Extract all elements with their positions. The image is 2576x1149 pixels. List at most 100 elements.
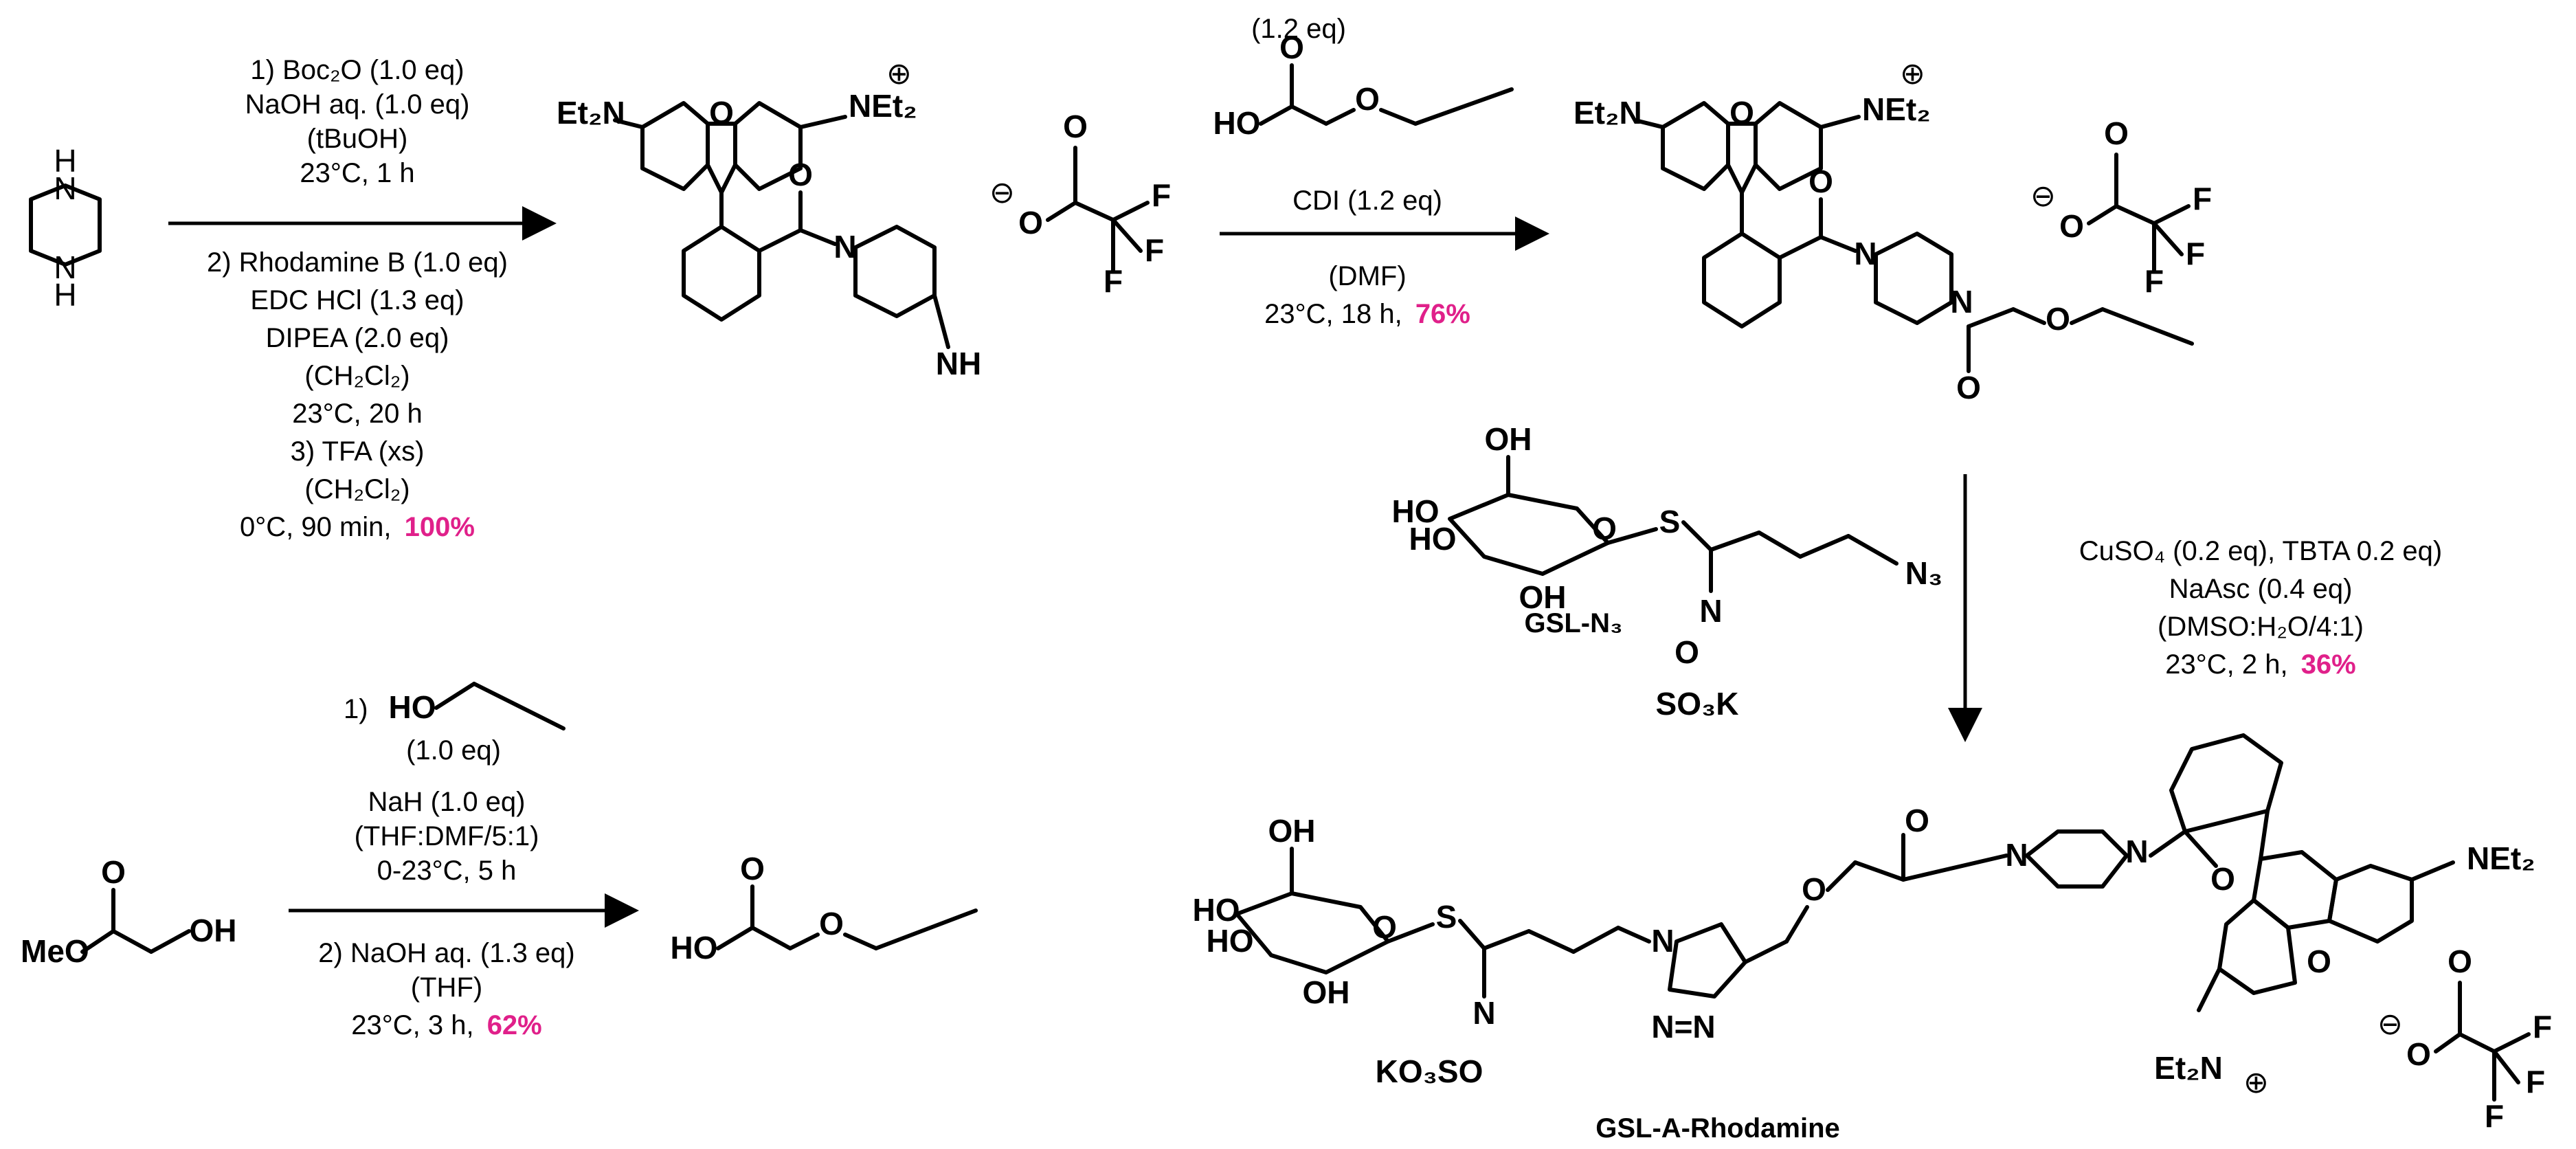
prod-oxime-n: N [1472, 995, 1495, 1031]
tfa2-o-minus: O [2059, 208, 2084, 244]
step4-yield: 62% [487, 1010, 542, 1040]
nh-bottom-n: N [54, 249, 76, 285]
step2-ether-o: O [1355, 81, 1380, 117]
step4-time: 23°C, 3 h, [351, 1010, 473, 1040]
step4-line-1: NaH (1.0 eq) [368, 787, 526, 817]
mg-oh: OH [190, 913, 237, 948]
step3-conditions: CuSO₄ (0.2 eq), TBTA 0.2 eq) NaAsc (0.4 … [2079, 536, 2442, 680]
gsl-so3k: SO₃K [1656, 686, 1739, 722]
prod-xanthene-o: O [2307, 944, 2331, 979]
prod-oh-3: OH [1303, 974, 1350, 1010]
prod-ho-2: HO [1207, 923, 1254, 959]
step4-prefix: 1) [344, 694, 368, 724]
step2-time-line: 23°C, 18 h, 76% [1264, 299, 1470, 329]
step3-line-3: (DMSO:H₂O/4:1) [2158, 612, 2364, 642]
gsl-oxime-o: O [1675, 634, 1699, 670]
prod-triazole-nn: N=N [1651, 1009, 1715, 1045]
alk-n1: N [1854, 236, 1877, 271]
alk-ether-o: O [2046, 301, 2070, 337]
tfa1-minus: ⊖ [989, 176, 1015, 210]
step3-time: 23°C, 2 h, [2165, 649, 2287, 680]
step2-ho: HO [1213, 105, 1261, 141]
meo: MeO [21, 933, 89, 969]
prod-ho-1: HO [1193, 892, 1240, 928]
gsl-a-rhodamine: OH O HO HO OH S N KO₃SO N N=N O O N N O [1193, 733, 2535, 1100]
amide1-plus: ⊕ [886, 57, 912, 91]
methyl-glycolate: MeO O OH [21, 854, 237, 969]
step4-conditions: NaH (1.0 eq) (THF:DMF/5:1) 0-23°C, 5 h 2… [318, 787, 575, 1040]
gsl-ho-2: HO [1409, 521, 1457, 557]
prod-et2n: Et₂N [2154, 1050, 2223, 1086]
step4-line-2: (THF:DMF/5:1) [355, 821, 539, 851]
prod-ether-o: O [1802, 871, 1826, 907]
step3-time-line: 23°C, 2 h, 36% [2165, 649, 2356, 680]
tfa2-f1: F [2193, 181, 2212, 216]
prod-plus: ⊕ [2243, 1066, 2269, 1100]
tfa2-minus: ⊖ [2030, 179, 2056, 213]
product-label: GSL-A-Rhodamine [1595, 1113, 1840, 1144]
tfa1-o-carbonyl: O [1063, 109, 1088, 144]
gsl-oh-top: OH [1485, 421, 1532, 457]
step4-eq: (1.0 eq) [406, 735, 501, 766]
tfa2-f2: F [2186, 236, 2205, 271]
mg-carbonyl-o: O [101, 854, 126, 890]
step3-line-2: NaAsc (0.4 eq) [2169, 574, 2353, 604]
acid-carbonyl-o: O [740, 851, 765, 886]
step4-line-5: (THF) [411, 972, 482, 1003]
step2-time: 23°C, 18 h, [1264, 299, 1402, 329]
step3-line-1: CuSO₄ (0.2 eq), TBTA 0.2 eq) [2079, 536, 2442, 566]
nh-top-h: H [54, 143, 76, 179]
alk-amide-o: O [1956, 370, 1981, 405]
step3-yield: 36% [2301, 649, 2356, 680]
amide1-carbonyl-o: O [788, 157, 813, 192]
acid-ether-o: O [819, 906, 844, 941]
propargyl-ho: HO [389, 689, 436, 725]
step1-time: 0°C, 90 min, [240, 512, 392, 542]
tfa3-o-minus: O [2406, 1036, 2431, 1072]
tfa1-f2: F [1145, 232, 1164, 268]
gsl-oxime-n: N [1699, 593, 1722, 629]
alk-plus: ⊕ [1900, 57, 1925, 91]
prod-carbonyl-o: O [2210, 861, 2235, 897]
gsl-s: S [1659, 504, 1681, 539]
step4-line-4: 2) NaOH aq. (1.3 eq) [318, 938, 575, 968]
step2-conditions: CDI (1.2 eq) (DMF) 23°C, 18 h, 76% [1264, 186, 1470, 329]
tfa2-o-carbonyl: O [2104, 115, 2129, 151]
gsl-n3-structure: OH O HO HO OH S N₃ N O SO₃K GSL-N₃ [1392, 421, 1943, 722]
amide1-net2: NEt₂ [849, 88, 917, 124]
step1-conditions: 1) Boc₂O (1.0 eq) NaOH aq. (1.0 eq) (tBu… [207, 55, 508, 542]
alk-net2: NEt₂ [1862, 91, 1931, 127]
piperazine-structure: H N N H [29, 143, 102, 313]
tfa3-f1: F [2533, 1009, 2552, 1045]
prod-net2: NEt₂ [2467, 840, 2535, 876]
prod-s: S [1436, 899, 1457, 935]
step2-cdi: CDI (1.2 eq) [1292, 186, 1442, 216]
step1-line-4: 23°C, 1 h [300, 158, 414, 188]
amide1-nh: NH [936, 346, 981, 381]
tfa-counterion-2: ⊖ O O F F F [2030, 115, 2212, 299]
step4-line-3: 0-23°C, 5 h [377, 856, 517, 886]
prod-pip-n2: N [2125, 834, 2148, 869]
step1-line-9: 23°C, 20 h [292, 399, 422, 429]
tfa3-minus: ⊖ [2377, 1007, 2403, 1041]
step1-line-3: (tBuOH) [307, 124, 408, 154]
step1-line-7: DIPEA (2.0 eq) [266, 323, 449, 353]
step2-yield: 76% [1415, 299, 1470, 329]
tfa3-f3: F [2485, 1098, 2504, 1134]
acid-ho: HO [671, 930, 718, 966]
prod-triazole-n1: N [1651, 923, 1674, 959]
tfa1-o-minus: O [1018, 205, 1043, 241]
step1-line-10: 3) TFA (xs) [291, 436, 425, 467]
tfa-counterion-1: ⊖ O O F F F [989, 109, 1171, 299]
prod-pip-n1: N [2005, 837, 2028, 873]
step4-time-line: 23°C, 3 h, 62% [351, 1010, 542, 1040]
step1-last-line: 0°C, 90 min, 100% [240, 512, 475, 542]
rhodamine-piperazine-amide: Et₂N NEt₂ ⊕ O O N NH [557, 57, 981, 381]
step1-line-11: (CH₂Cl₂) [304, 474, 410, 504]
alk-et2n: Et₂N [1573, 95, 1642, 131]
tfa-counterion-3: ⊖ O O F F F [2377, 944, 2552, 1134]
gsl-ho-1: HO [1392, 493, 1440, 529]
alkyne-rhodamine: Et₂N NEt₂ ⊕ O O N N O O [1573, 57, 2194, 405]
step1-line-6: EDC HCl (1.3 eq) [250, 285, 464, 315]
step2-solvent: (DMF) [1328, 261, 1406, 291]
